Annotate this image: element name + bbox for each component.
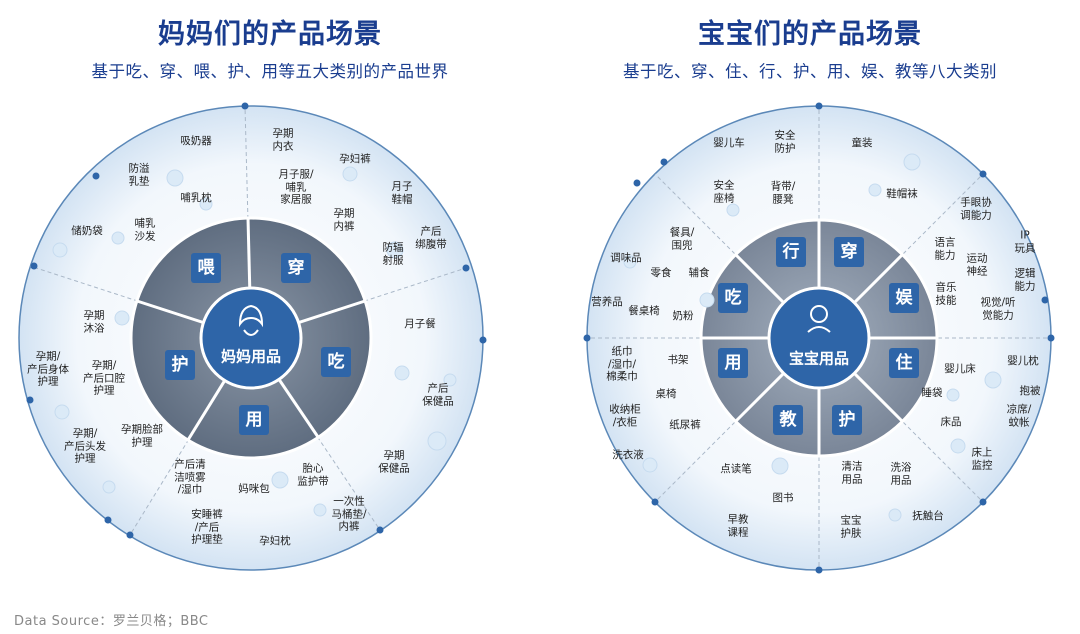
product-item: 哺乳 沙发 [135, 218, 156, 243]
segment-care: 护 [165, 350, 195, 380]
product-item: 安全 座椅 [714, 180, 735, 205]
product-item: 防辐 射服 [383, 242, 404, 267]
product-item: 图书 [773, 492, 794, 505]
product-item: 安全 防护 [775, 130, 796, 155]
product-item: 音乐 技能 [936, 282, 957, 307]
product-item: 餐桌椅 [628, 305, 660, 318]
segment-eat: 吃 [321, 347, 351, 377]
product-item: 储奶袋 [71, 225, 103, 238]
product-item: 孕妇枕 [259, 535, 291, 548]
data-source-note: Data Source：罗兰贝格；BBC [14, 610, 209, 629]
product-item: 孕期 内裤 [334, 208, 355, 233]
product-item: 吸奶器 [180, 135, 212, 148]
product-item: 宝宝 护肤 [841, 515, 862, 540]
product-item: 营养品 [591, 296, 623, 309]
product-item: 纸巾 /湿巾/ 棉柔巾 [606, 345, 638, 383]
product-item: 产后 绑腹带 [415, 226, 447, 251]
mom-products-panel: 妈妈们的产品场景 基于吃、穿、喂、护、用等五大类别的产品世界 [0, 0, 540, 600]
product-item: 点读笔 [720, 463, 752, 476]
product-item: 清洁 用品 [842, 461, 863, 486]
segment-use: 用 [239, 405, 269, 435]
product-item: 婴儿枕 [1007, 355, 1039, 368]
product-item: 视觉/听 觉能力 [980, 297, 1015, 322]
product-item: 孕期 保健品 [378, 450, 410, 475]
product-item: 抚触台 [912, 510, 944, 523]
product-item: 逻辑 能力 [1015, 268, 1036, 293]
product-item: 收纳柜 /衣柜 [609, 404, 641, 429]
product-item: 调味品 [610, 252, 642, 265]
product-item: 凉席/ 蚊帐 [1007, 404, 1032, 429]
product-item: 桌椅 [656, 388, 677, 401]
product-item: 床上 监控 [972, 447, 993, 472]
product-item: 月子服/ 哺乳 家居服 [278, 168, 313, 206]
product-item: 月子 鞋帽 [392, 181, 413, 206]
product-item: 妈咪包 [238, 483, 270, 496]
product-item: 婴儿床 [944, 363, 976, 376]
product-item: 运动 神经 [967, 253, 988, 278]
segment-eat: 吃 [718, 283, 748, 313]
product-item: 辅食 [689, 267, 710, 280]
product-item: 书架 [668, 354, 689, 367]
product-item: 餐具/ 围兜 [670, 227, 695, 252]
product-item: IP 玩具 [1015, 230, 1036, 255]
product-item: 胎心 监护带 [297, 463, 329, 488]
mom-center-label: 妈妈用品 [221, 346, 281, 367]
product-item: 产后清 洁喷雾 /湿巾 [174, 458, 206, 496]
mom-wheel-graphic [0, 0, 540, 600]
segment-travel: 行 [776, 237, 806, 267]
segment-education: 教 [773, 405, 803, 435]
product-item: 哺乳枕 [180, 192, 212, 205]
product-item: 床品 [941, 416, 962, 429]
product-item: 孕期脸部 护理 [121, 424, 163, 449]
product-item: 洗浴 用品 [891, 462, 912, 487]
product-item: 产后 保健品 [422, 383, 454, 408]
product-item: 奶粉 [673, 310, 694, 323]
product-item: 安睡裤 /产后 护理垫 [191, 508, 223, 546]
product-item: 孕期 沐浴 [84, 310, 105, 335]
product-item: 纸尿裤 [669, 419, 701, 432]
product-item: 孕期/ 产后口腔 护理 [83, 359, 125, 397]
product-item: 孕期/ 产后身体 护理 [27, 350, 69, 388]
segment-live: 住 [889, 348, 919, 378]
product-item: 鞋帽袜 [886, 188, 918, 201]
product-item: 手眼协 调能力 [960, 197, 992, 222]
segment-wear: 穿 [281, 253, 311, 283]
baby-center-label: 宝宝用品 [789, 348, 849, 369]
baby-center-circle [769, 288, 869, 388]
product-item: 睡袋 [922, 387, 943, 400]
product-item: 语言 能力 [935, 237, 956, 262]
segment-wear: 穿 [834, 237, 864, 267]
product-item: 洗衣液 [612, 449, 644, 462]
product-item: 月子餐 [404, 318, 436, 331]
product-item: 零食 [651, 267, 672, 280]
mom-center-circle [201, 288, 301, 388]
product-item: 早教 课程 [728, 514, 749, 539]
product-item: 婴儿车 [713, 137, 745, 150]
product-item: 背带/ 腰凳 [771, 181, 796, 206]
product-item: 孕期 内衣 [273, 128, 294, 153]
segment-play: 娱 [889, 283, 919, 313]
segment-feed: 喂 [191, 253, 221, 283]
product-item: 孕期/ 产后头发 护理 [64, 427, 106, 465]
product-item: 童装 [852, 137, 873, 150]
product-item: 抱被 [1020, 385, 1041, 398]
product-item: 孕妇裤 [339, 153, 371, 166]
segment-care: 护 [832, 405, 862, 435]
product-item: 一次性 马桶垫/ 内裤 [331, 495, 366, 533]
baby-products-panel: 宝宝们的产品场景 基于吃、穿、住、行、护、用、娱、教等八大类别 [540, 0, 1080, 600]
product-item: 防溢 乳垫 [129, 163, 150, 188]
segment-use: 用 [718, 348, 748, 378]
